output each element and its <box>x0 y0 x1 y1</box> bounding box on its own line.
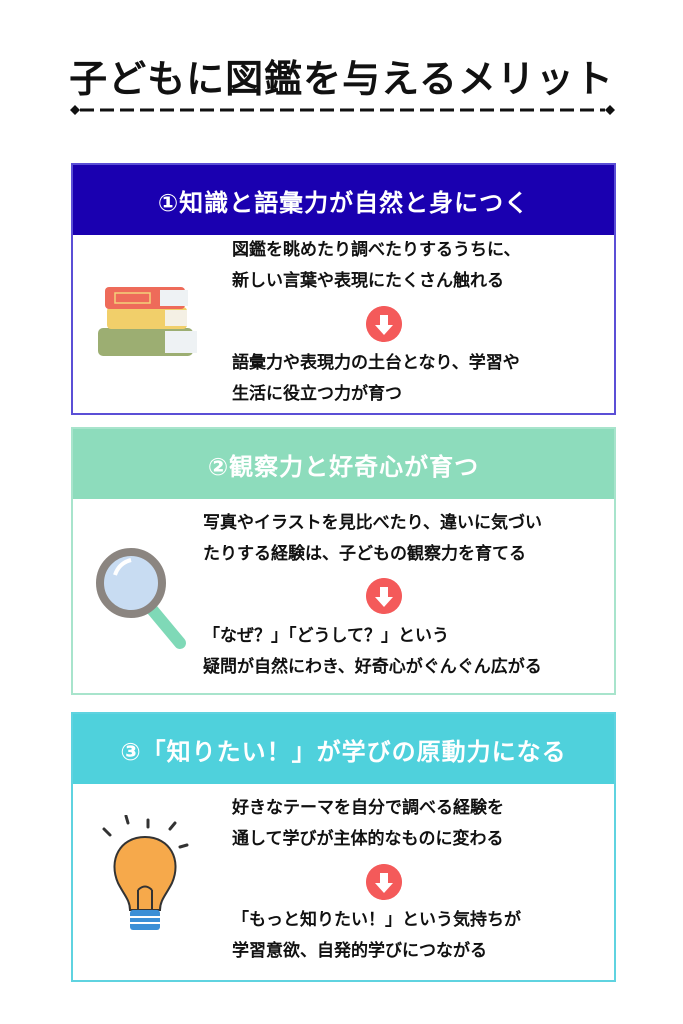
card-heading: ①知識と語彙力が自然と身につく <box>73 165 614 235</box>
card-2-after-text: 「なぜ？」「どうして？」という 疑問が自然にわき、好奇心がぐんぐん広がる <box>203 621 542 683</box>
card-heading: ③「知りたい！」が学びの原動力になる <box>73 714 614 784</box>
lightbulb-icon <box>102 815 189 930</box>
text-line: 「なぜ？」「どうして？」という <box>203 626 449 646</box>
card-2-before-text: 写真やイラストを見比べたり、違いに気づい たりする経験は、子どもの観察力を育てる <box>203 508 542 570</box>
card-1-after-text: 語彙力や表現力の土台となり、学習や 生活に役立つ力が育つ <box>232 348 520 410</box>
text-line: 通して学びが主体的なものに変わる <box>232 829 504 849</box>
magnifier-icon <box>96 548 186 649</box>
merit-card-2: ②観察力と好奇心が育つ <box>71 427 616 695</box>
merit-card-1: ①知識と語彙力が自然と身につく <box>71 163 616 415</box>
text-line: 写真やイラストを見比べたり、違いに気づい <box>203 513 542 533</box>
books-icon <box>98 287 197 356</box>
text-line: 学習意欲、自発的学びにつながる <box>232 941 487 961</box>
text-line: 新しい言葉や表現にたくさん触れる <box>232 271 504 291</box>
text-line: 生活に役立つ力が育つ <box>232 384 402 404</box>
card-1-before-text: 図鑑を眺めたり調べたりするうちに、 新しい言葉や表現にたくさん触れる <box>232 235 521 297</box>
title-divider <box>70 105 615 115</box>
page-title: 子どもに図鑑を与えるメリット <box>69 57 614 101</box>
down-arrow-icon <box>366 864 402 900</box>
text-line: 好きなテーマを自分で調べる経験を <box>232 798 504 818</box>
merit-card-3: ③「知りたい！」が学びの原動力になる <box>71 712 616 982</box>
card-3-after-text: 「もっと知りたい！」という気持ちが 学習意欲、自発的学びにつながる <box>232 905 521 967</box>
text-line: 図鑑を眺めたり調べたりするうちに、 <box>232 240 521 260</box>
text-line: 「もっと知りたい！」という気持ちが <box>232 910 521 930</box>
card-heading: ②観察力と好奇心が育つ <box>73 429 614 499</box>
text-line: 疑問が自然にわき、好奇心がぐんぐん広がる <box>203 657 542 677</box>
text-line: たりする経験は、子どもの観察力を育てる <box>203 544 526 564</box>
text-line: 語彙力や表現力の土台となり、学習や <box>232 353 520 373</box>
down-arrow-icon <box>366 306 402 342</box>
down-arrow-icon <box>366 578 402 614</box>
card-3-before-text: 好きなテーマを自分で調べる経験を 通して学びが主体的なものに変わる <box>232 793 504 855</box>
